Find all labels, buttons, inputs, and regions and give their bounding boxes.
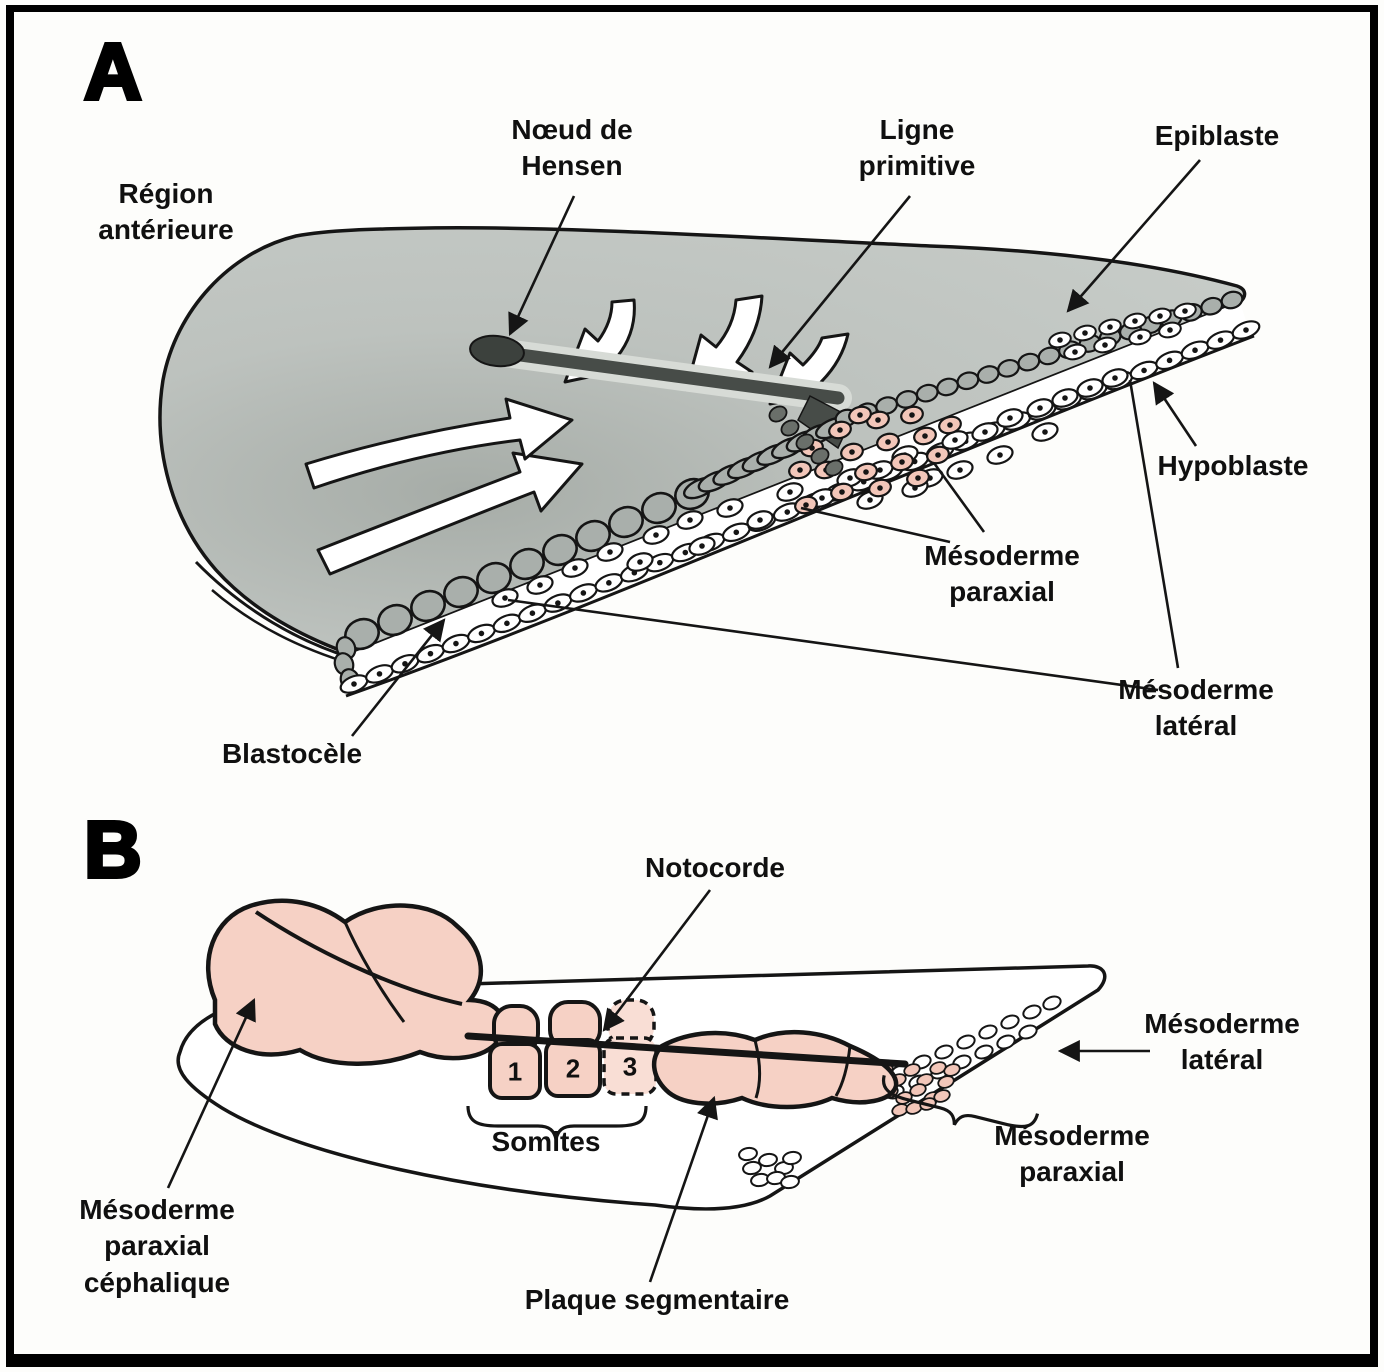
leader-plaque-segmentaire (648, 1095, 718, 1283)
epiblast-surface (158, 226, 1247, 656)
label-notocorde: Notocorde (645, 852, 785, 883)
somite-number-2: 2 (565, 1053, 581, 1084)
sheet-cell-cluster (738, 1146, 802, 1190)
ingressing-cells (768, 405, 844, 477)
leader-noeud-de-hensen (508, 195, 576, 337)
somite-number-3: 3 (622, 1051, 638, 1082)
cephalic-mesoderm-ridge (254, 910, 463, 1006)
leader-mesoderme-paraxial-1 (932, 462, 986, 533)
leader-epiblaste (1066, 159, 1201, 313)
label-mesoderme-paraxial-cephalique: Mésoderme paraxial céphalique (79, 1194, 235, 1298)
cephalic-mesoderm (205, 898, 506, 1066)
migration-arrow (304, 397, 574, 490)
paraxial-mesoderm-cells-b (871, 1061, 961, 1117)
label-blastocele: Blastocèle (221, 738, 363, 769)
somites-group (488, 998, 658, 1100)
label-region-anterieure: Région antérieure (98, 178, 234, 246)
label-noeud-de-hensen: Nœud de Hensen (511, 114, 633, 182)
leader-mesoderme-lateral-2 (507, 598, 1159, 692)
label-hypoblaste: Hypoblaste (1157, 450, 1309, 481)
cut-rim (194, 560, 353, 660)
label-epiblaste: Epiblaste (1154, 120, 1280, 151)
label-ligne-primitive: Ligne primitive (858, 114, 976, 182)
label-plaque-segmentaire: Plaque segmentaire (524, 1284, 790, 1315)
notochord (464, 1032, 909, 1068)
paraxial-brace (881, 1074, 1040, 1129)
leader-hypoblaste (1152, 381, 1198, 447)
somites-brace (466, 1105, 648, 1140)
hypoblast-bottom-edge (345, 334, 1255, 698)
primitive-streak (491, 345, 845, 405)
hensen-node (469, 334, 525, 368)
leader-cephalique (166, 997, 256, 1189)
panel-b-letter: B (82, 803, 144, 896)
lateral-mesoderm-cells (491, 368, 1129, 608)
label-mesoderme-lateral-a: Mésoderme latéral (1118, 674, 1274, 742)
migration-arrow (316, 451, 584, 576)
leader-blastocele (350, 618, 446, 737)
somite-1-block (488, 1042, 542, 1100)
leader-mesoderme-lateral-1 (1128, 379, 1180, 669)
leader-ligne-primitive (768, 195, 912, 369)
tip-mesoderm-cells (1048, 302, 1197, 361)
segmental-plate-lump-2 (834, 1045, 852, 1097)
panel-b-drawing (166, 889, 1150, 1283)
panel-a-drawing (158, 159, 1261, 737)
leader-mesoderme-paraxial-2 (800, 506, 951, 544)
label-mesoderme-paraxial-a: Mésoderme paraxial (924, 540, 1080, 608)
leader-notocorde (602, 889, 712, 1032)
label-mesoderme-paraxial-b: Mésoderme paraxial (994, 1120, 1150, 1188)
label-mesoderme-lateral-b: Mésoderme latéral (1144, 1008, 1300, 1076)
panel-a-letter: A (82, 25, 144, 118)
somite-number-1: 1 (507, 1056, 523, 1087)
cephalic-mesoderm-ridge-2 (343, 921, 406, 1023)
segmental-plate-lump (753, 1039, 762, 1099)
label-somites: Somites (491, 1126, 601, 1157)
epiblast-palisade-cells (682, 416, 850, 500)
